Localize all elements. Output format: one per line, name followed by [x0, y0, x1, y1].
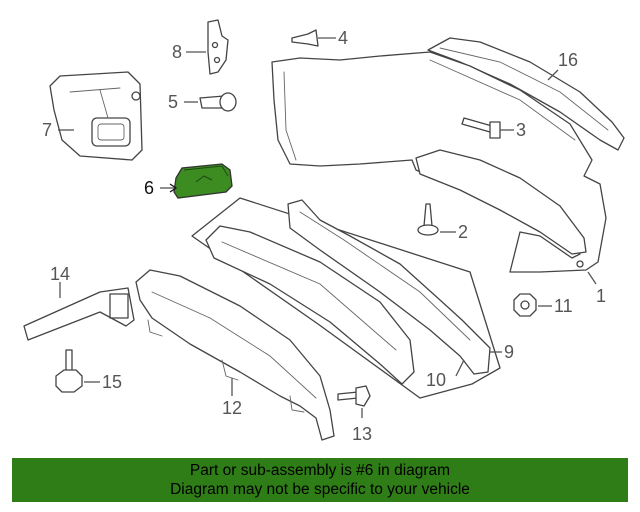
part-8-bracket — [207, 19, 229, 75]
callout-14: 14 — [50, 264, 70, 284]
callout-7: 7 — [42, 120, 52, 140]
callout-4: 4 — [338, 28, 348, 48]
callout-2: 2 — [458, 222, 468, 242]
callout-5: 5 — [168, 92, 178, 112]
callout-8: 8 — [172, 42, 182, 62]
callout-9: 9 — [504, 342, 514, 362]
part-11-nut — [513, 293, 537, 317]
callout-15: 15 — [102, 372, 122, 392]
part-9-reinforcement-box — [191, 197, 501, 399]
callout-16: 16 — [558, 50, 578, 70]
part-13-bolt — [337, 385, 371, 407]
part-6-highlighted-bracket — [173, 163, 233, 199]
part-10-energy-absorber — [205, 199, 491, 385]
callout-11: 11 — [554, 296, 573, 316]
callout-12: 12 — [222, 398, 242, 418]
part-5-plug — [199, 92, 237, 112]
callout-3: 3 — [516, 120, 526, 140]
part-12-lower-carrier — [135, 269, 335, 441]
part-16-upper-strip — [427, 37, 625, 151]
disclaimer-line-part: Part or sub-assembly is #6 in diagram — [189, 462, 451, 479]
callout-13: 13 — [352, 424, 372, 444]
part-4-push-pin — [291, 29, 319, 47]
callout-10: 10 — [426, 370, 446, 390]
callout-6: 6 — [144, 178, 154, 198]
disclaimer-banner: Part or sub-assembly is #6 in diagram Di… — [12, 458, 628, 502]
part-15-bolt — [55, 349, 83, 393]
part-1-bumper-cover — [271, 51, 607, 273]
part-14-bracket-arm — [23, 287, 135, 341]
part-2-push-pin — [417, 203, 439, 236]
part-7-side-bracket — [49, 71, 143, 161]
leader-lines — [58, 37, 597, 418]
parts-diagram: 8 4 5 7 6 3 2 16 1 11 9 10 14 15 12 13 — [23, 19, 625, 444]
callout-labels: 8 4 5 7 6 3 2 16 1 11 9 10 14 15 12 13 — [42, 28, 606, 444]
disclaimer-line-vehicle: Diagram may not be specific to your vehi… — [170, 481, 470, 498]
callout-1: 1 — [596, 286, 606, 306]
